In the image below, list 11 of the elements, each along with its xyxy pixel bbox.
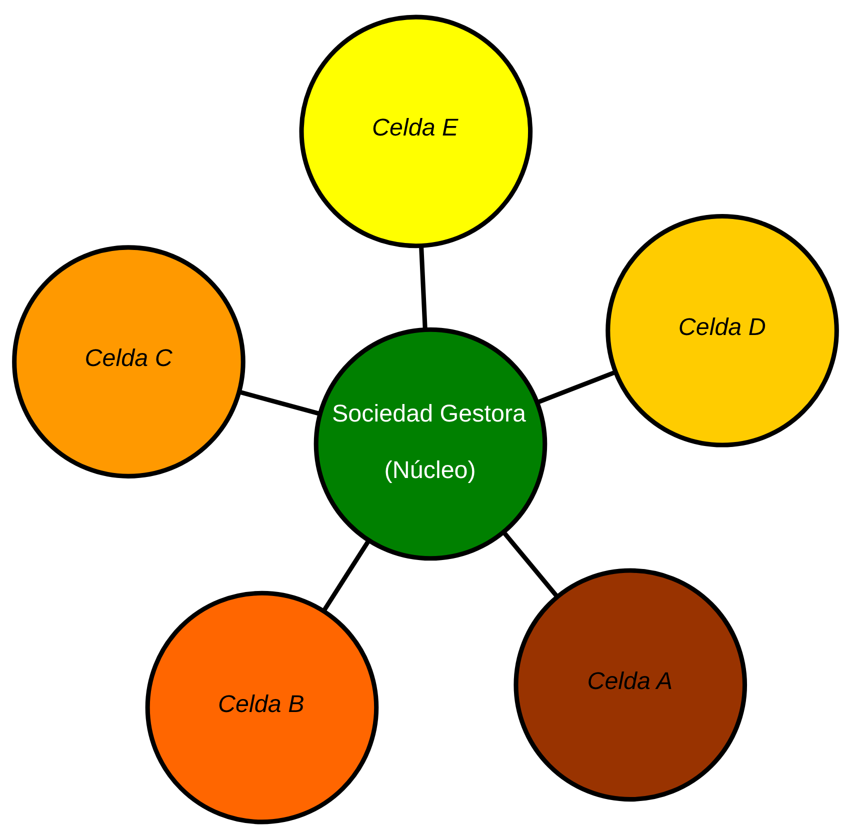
connector — [536, 370, 616, 404]
node-circle: Celda B — [145, 590, 379, 824]
connector — [419, 245, 428, 329]
connector — [238, 389, 320, 416]
node-circle: Celda E — [299, 14, 533, 248]
node-circle: Celda C — [12, 244, 246, 478]
node-circle: Celda A — [514, 568, 748, 802]
connector — [322, 538, 371, 612]
node-circle: Sociedad Gestora (Núcleo) — [314, 326, 548, 560]
node-circle: Celda D — [606, 213, 839, 447]
connector — [502, 530, 559, 598]
